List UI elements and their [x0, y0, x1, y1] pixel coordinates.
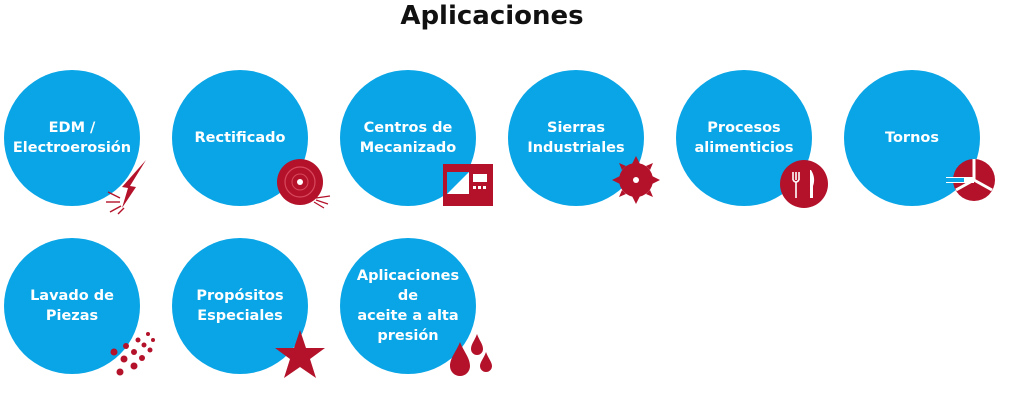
application-circle: [4, 70, 140, 206]
wash-droplets-icon: [110, 332, 155, 376]
application-label: EDM / Electroerosión: [12, 120, 132, 156]
page-title: Aplicaciones: [400, 1, 584, 31]
application-lavado-piezas[interactable]: Lavado de Piezas: [4, 238, 155, 378]
application-label: Centros de Mecanizado: [359, 120, 457, 156]
application-aceite-alta-presion[interactable]: Aplicaciones de aceite a alta presión: [340, 238, 492, 378]
application-label: Propósitos Especiales: [196, 288, 284, 324]
application-label: Procesos alimenticios: [694, 120, 794, 156]
lathe-chuck-icon: [946, 159, 995, 201]
machining-center-icon: [443, 164, 493, 206]
grinding-wheel-icon: [277, 159, 331, 209]
application-edm[interactable]: EDM / Electroerosión: [4, 70, 146, 215]
saw-blade-icon: [612, 156, 660, 204]
application-centros-mecanizado[interactable]: Centros de Mecanizado: [340, 70, 493, 210]
application-sierras[interactable]: Sierras Industriales: [508, 70, 660, 210]
application-label: Aplicaciones de aceite a alta presión: [356, 268, 460, 344]
lightning-spark-icon: [106, 160, 146, 215]
oil-drops-icon: [450, 334, 492, 376]
application-label: Sierras Industriales: [527, 120, 625, 156]
fork-knife-plate-icon: [780, 160, 828, 208]
application-rectificado[interactable]: Rectificado: [172, 70, 331, 210]
application-procesos-alimenticios[interactable]: Procesos alimenticios: [676, 70, 828, 210]
application-label: Tornos: [885, 130, 939, 146]
application-tornos[interactable]: Tornos: [844, 70, 995, 210]
application-label: Lavado de Piezas: [30, 288, 114, 324]
application-propositos-especiales[interactable]: Propósitos Especiales: [172, 238, 325, 378]
star-icon: [275, 330, 325, 378]
application-circle: [340, 238, 476, 374]
application-label: Rectificado: [194, 130, 286, 146]
